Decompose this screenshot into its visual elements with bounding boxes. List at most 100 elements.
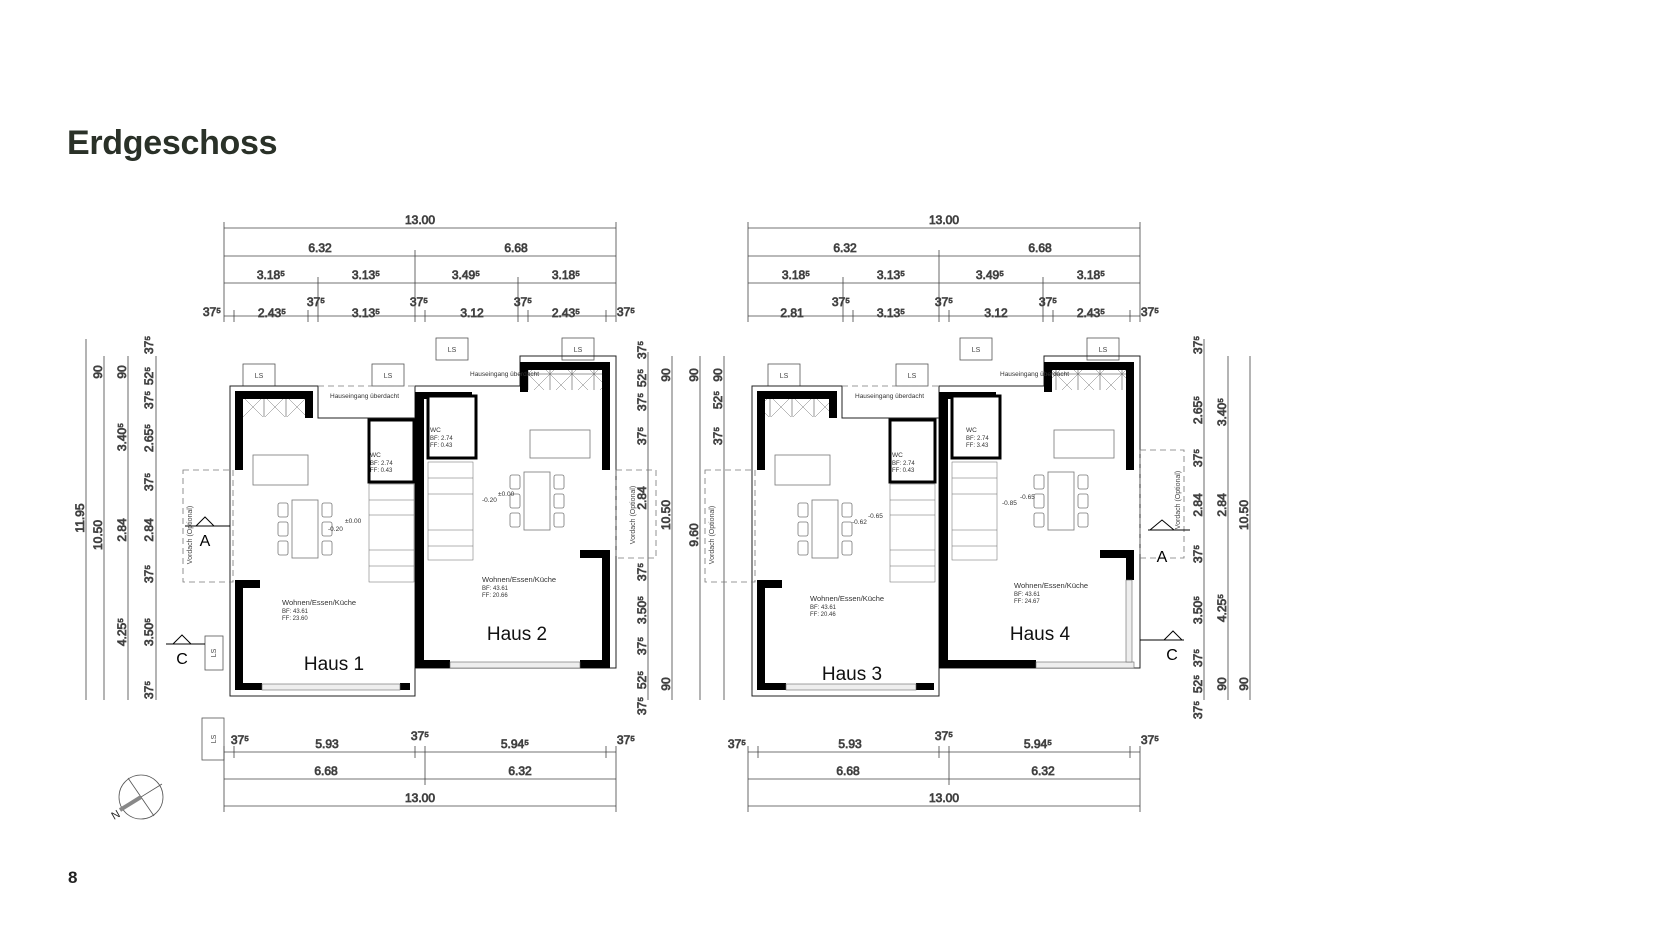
svg-text:90: 90 <box>659 677 673 691</box>
svg-text:FF: 0.43: FF: 0.43 <box>430 443 453 449</box>
svg-text:52⁵: 52⁵ <box>635 369 649 387</box>
svg-text:37⁵: 37⁵ <box>514 295 532 309</box>
svg-text:5.94⁵: 5.94⁵ <box>501 737 529 751</box>
ls-boxes-right: LS LS LS LS <box>767 337 1120 387</box>
svg-text:BF: 43.61: BF: 43.61 <box>810 605 837 611</box>
svg-text:2.81: 2.81 <box>780 306 804 320</box>
svg-text:-0.65: -0.65 <box>1020 494 1035 501</box>
svg-text:C: C <box>176 651 188 668</box>
svg-text:Hauseingang überdacht: Hauseingang überdacht <box>855 393 924 400</box>
svg-text:Vordach (Optional): Vordach (Optional) <box>630 486 637 544</box>
svg-text:37⁵: 37⁵ <box>411 729 429 743</box>
haus-1-walls <box>229 385 416 697</box>
svg-text:37⁵: 37⁵ <box>728 737 746 751</box>
svg-text:FF: 20.46: FF: 20.46 <box>810 612 836 618</box>
svg-text:WC: WC <box>430 427 441 434</box>
svg-text:BF: 2.74: BF: 2.74 <box>892 461 915 467</box>
bottom-dimensions-left: 37⁵ 5.93 37⁵ 5.94⁵ 37⁵ 6.68 6.32 13.00 <box>223 729 636 812</box>
svg-text:2.84: 2.84 <box>1215 493 1229 517</box>
svg-text:Wohnen/Essen/Küche: Wohnen/Essen/Küche <box>1014 581 1088 590</box>
ls-boxes-left: LS LS LS LS LS LS <box>201 337 595 761</box>
svg-text:37⁵: 37⁵ <box>1191 701 1205 719</box>
svg-text:LS: LS <box>448 347 457 354</box>
svg-text:3.18⁵: 3.18⁵ <box>552 268 580 282</box>
svg-text:10.50: 10.50 <box>1237 500 1251 530</box>
svg-text:LS: LS <box>384 373 393 380</box>
svg-text:3.40⁵: 3.40⁵ <box>1215 398 1229 426</box>
svg-text:4.25⁵: 4.25⁵ <box>115 618 129 646</box>
svg-text:C: C <box>1166 647 1178 664</box>
svg-text:LS: LS <box>1099 347 1108 354</box>
svg-text:37⁵: 37⁵ <box>635 427 649 445</box>
svg-text:3.40⁵: 3.40⁵ <box>115 423 129 451</box>
svg-text:2.65⁵: 2.65⁵ <box>142 424 156 452</box>
svg-text:2.84: 2.84 <box>142 518 156 542</box>
svg-text:5.93: 5.93 <box>838 737 862 751</box>
svg-text:2.43⁵: 2.43⁵ <box>1077 306 1105 320</box>
haus-4-label: Haus 4 <box>1010 624 1071 645</box>
svg-text:37⁵: 37⁵ <box>832 295 850 309</box>
left-dimensions-right: 90 9.60 90 52⁵ 37⁵ <box>687 356 725 700</box>
svg-text:Vordach (Optional): Vordach (Optional) <box>709 506 716 564</box>
svg-text:10.50: 10.50 <box>659 500 673 530</box>
svg-text:Vordach (Optional): Vordach (Optional) <box>187 506 194 564</box>
svg-text:37⁵: 37⁵ <box>1141 305 1159 319</box>
svg-text:37⁵: 37⁵ <box>1191 649 1205 667</box>
svg-text:3.12: 3.12 <box>984 306 1008 320</box>
svg-text:3.12: 3.12 <box>460 306 484 320</box>
svg-text:37⁵: 37⁵ <box>1141 733 1159 747</box>
svg-text:37⁵: 37⁵ <box>142 336 156 354</box>
svg-text:A: A <box>1157 549 1168 566</box>
svg-text:LS: LS <box>574 347 583 354</box>
svg-text:2.65⁵: 2.65⁵ <box>1191 396 1205 424</box>
svg-text:2.43⁵: 2.43⁵ <box>552 306 580 320</box>
svg-text:FF: 0.43: FF: 0.43 <box>370 468 393 474</box>
svg-text:-0.20: -0.20 <box>328 526 343 533</box>
svg-text:2.84: 2.84 <box>115 518 129 542</box>
svg-text:WC: WC <box>370 452 381 459</box>
svg-text:BF: 2.74: BF: 2.74 <box>966 436 989 442</box>
svg-text:FF: 3.43: FF: 3.43 <box>966 443 989 449</box>
svg-text:BF: 43.61: BF: 43.61 <box>482 586 509 592</box>
svg-text:±0.00: ±0.00 <box>345 518 362 525</box>
north-compass-icon: N <box>110 774 164 823</box>
svg-text:90: 90 <box>711 368 725 382</box>
svg-text:37⁵: 37⁵ <box>142 565 156 583</box>
top-dimensions-right: 13.00 6.32 6.68 3.18⁵ 3.13⁵ 3.49⁵ 3.18⁵ … <box>747 213 1160 322</box>
plan-left: 13.00 6.32 6.68 3.18⁵ 3.13⁵ 3.49⁵ 3.18⁵ … <box>73 213 673 812</box>
svg-text:37⁵: 37⁵ <box>1191 545 1205 563</box>
svg-text:90: 90 <box>659 368 673 382</box>
svg-text:Wohnen/Essen/Küche: Wohnen/Essen/Küche <box>810 594 884 603</box>
svg-text:90: 90 <box>1237 677 1251 691</box>
svg-text:FF: 23.60: FF: 23.60 <box>282 616 308 622</box>
svg-text:2.84: 2.84 <box>635 486 649 510</box>
svg-text:6.32: 6.32 <box>1031 764 1055 778</box>
room-labels-left: Wohnen/Essen/Küche BF: 43.61 FF: 23.60 W… <box>282 371 556 622</box>
svg-text:3.50⁵: 3.50⁵ <box>142 618 156 646</box>
svg-text:37⁵: 37⁵ <box>711 427 725 445</box>
canopy-left <box>182 385 657 583</box>
svg-text:90: 90 <box>91 365 105 379</box>
svg-text:37⁵: 37⁵ <box>617 305 635 319</box>
svg-text:52⁵: 52⁵ <box>711 391 725 409</box>
svg-text:6.32: 6.32 <box>508 764 532 778</box>
svg-text:6.32: 6.32 <box>833 241 857 255</box>
svg-text:LS: LS <box>211 648 218 657</box>
svg-text:6.68: 6.68 <box>504 241 528 255</box>
svg-text:3.18⁵: 3.18⁵ <box>1077 268 1105 282</box>
dining-tables-right <box>774 429 1115 559</box>
svg-text:37⁵: 37⁵ <box>410 295 428 309</box>
svg-text:3.50⁵: 3.50⁵ <box>1191 596 1205 624</box>
svg-text:3.13⁵: 3.13⁵ <box>352 268 380 282</box>
svg-text:37⁵: 37⁵ <box>935 729 953 743</box>
svg-text:37⁵: 37⁵ <box>1191 336 1205 354</box>
stairs-left <box>368 461 474 583</box>
svg-text:37⁵: 37⁵ <box>617 733 635 747</box>
canopy-right <box>704 385 1185 583</box>
left-dimensions-left: 11.95 90 10.50 90 3.40⁵ 2.84 4.25⁵ 37⁵ 5… <box>73 335 157 700</box>
svg-text:3.49⁵: 3.49⁵ <box>976 268 1004 282</box>
svg-text:BF: 2.74: BF: 2.74 <box>430 436 453 442</box>
svg-text:37⁵: 37⁵ <box>635 393 649 411</box>
svg-text:Vordach (Optional): Vordach (Optional) <box>1175 471 1182 529</box>
